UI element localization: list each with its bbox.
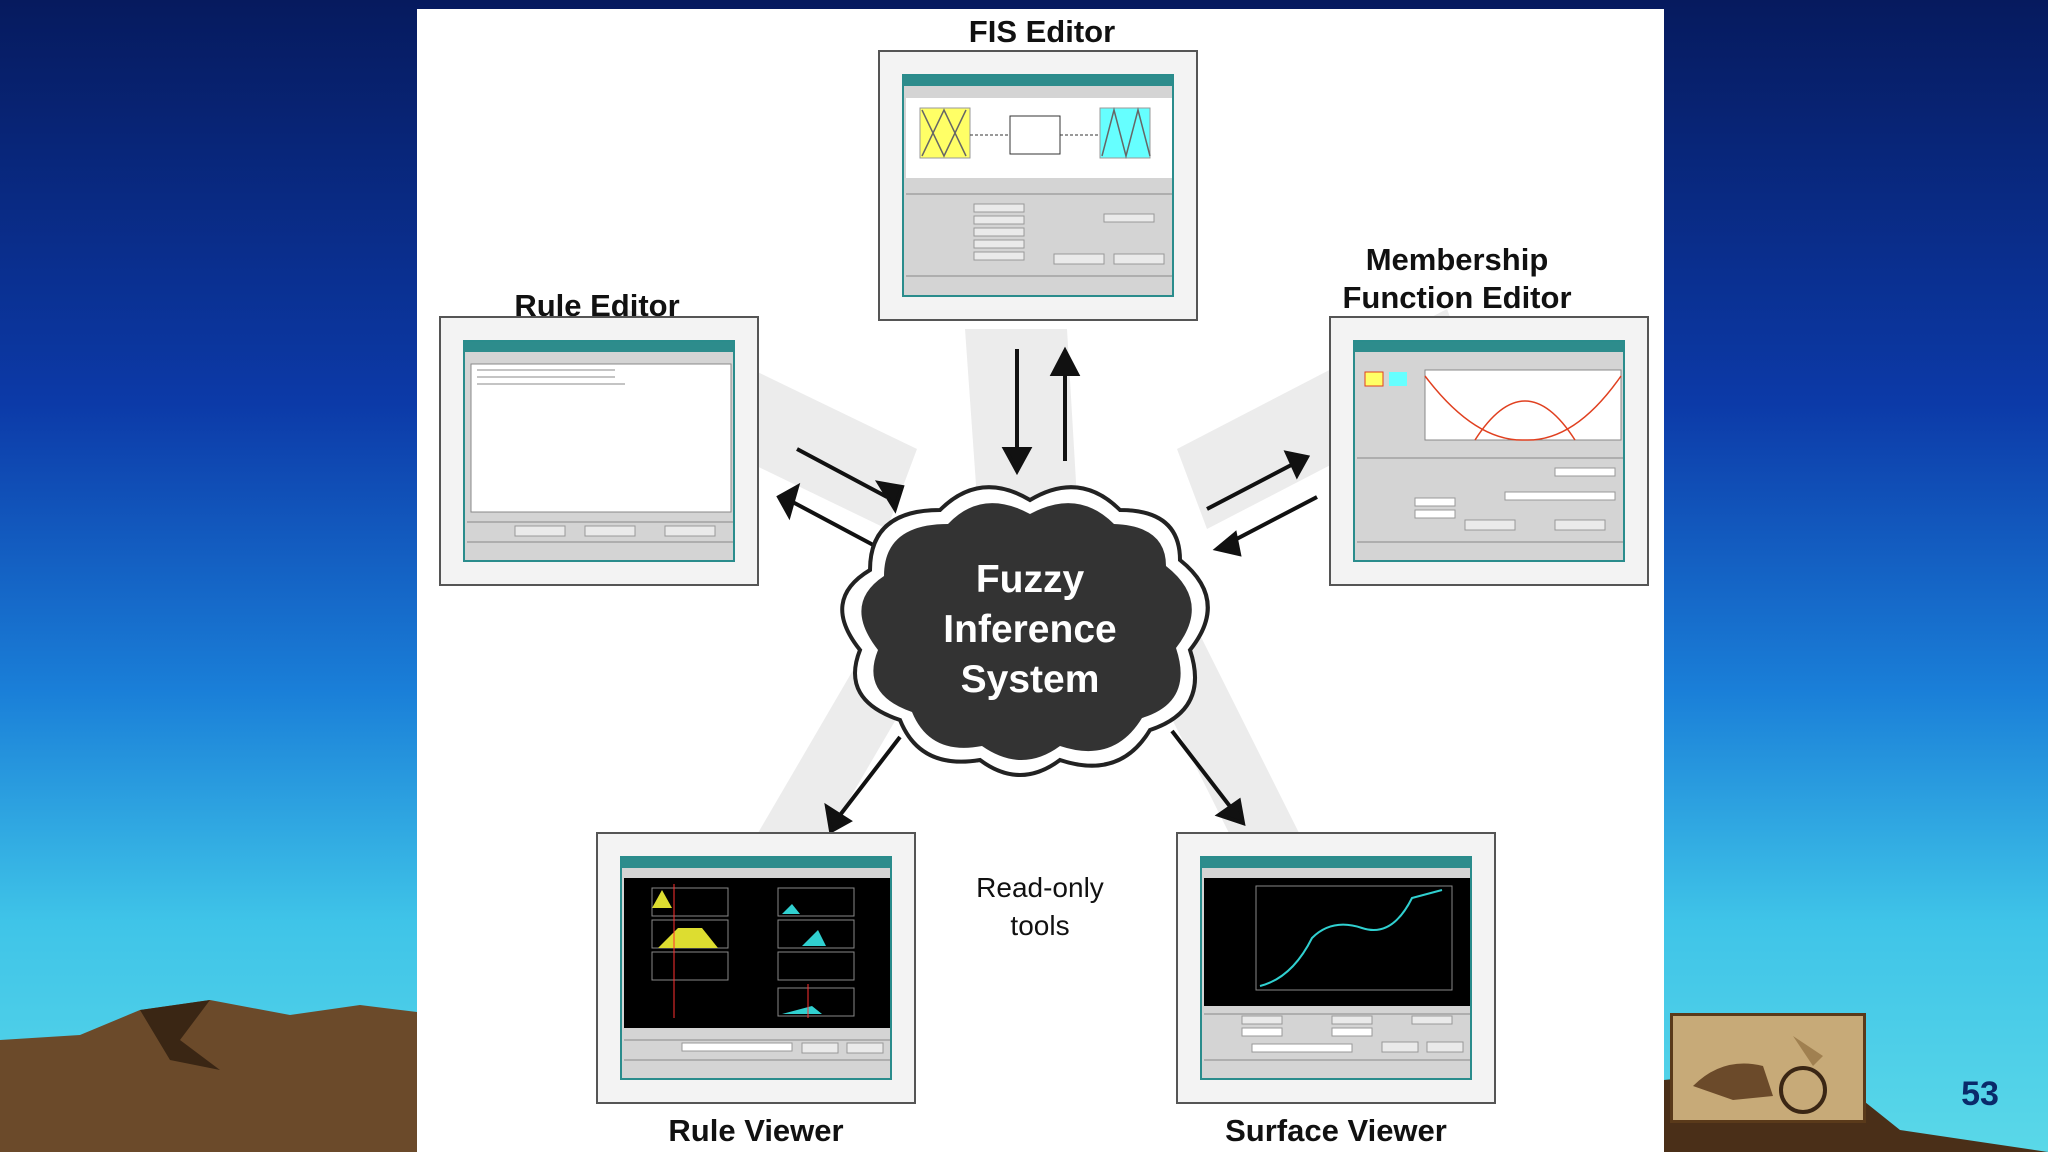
surface-viewer-screen <box>1200 856 1472 1080</box>
rule-editor-menubar <box>465 352 733 362</box>
rule-viewer-screen <box>620 856 892 1080</box>
mf-editor-titlebar <box>1355 342 1623 352</box>
rule-editor-window <box>439 316 759 586</box>
fis-editor-content <box>906 98 1172 277</box>
read-only-line1: Read-only <box>976 872 1104 903</box>
surface-viewer-label: Surface Viewer <box>1225 1113 1447 1148</box>
center-line3: System <box>960 658 1100 701</box>
rule-editor-content <box>467 363 733 543</box>
surface-viewer-content <box>1204 878 1470 1061</box>
rule-editor-titlebar <box>465 342 733 352</box>
mf-editor-window <box>1329 316 1649 586</box>
slide-number: 53 <box>1961 1075 1999 1113</box>
fis-editor-label: FIS Editor <box>968 14 1116 49</box>
fis-editor-menubar <box>904 86 1172 96</box>
mf-editor-label-line2: Function Editor <box>1342 280 1572 315</box>
surface-viewer-titlebar <box>1202 858 1470 868</box>
rule-viewer-titlebar <box>622 858 890 868</box>
fis-editor-window <box>878 50 1198 321</box>
fis-editor-titlebar <box>904 76 1172 86</box>
surface-viewer-menubar <box>1202 868 1470 878</box>
mf-editor-menubar <box>1355 352 1623 362</box>
fuzzy-inference-system-cloud: Fuzzy Inference System <box>820 470 1240 790</box>
surface-viewer-window <box>1176 832 1496 1104</box>
read-only-tools-note: Read-only tools <box>940 869 1140 945</box>
mf-editor-label: Membership Function Editor <box>1317 241 1597 317</box>
fis-editor-screen <box>902 74 1174 297</box>
rule-viewer-content <box>624 878 890 1061</box>
center-line2: Inference <box>943 608 1117 651</box>
mf-editor-label-line1: Membership <box>1365 242 1549 277</box>
center-line1: Fuzzy <box>975 558 1085 601</box>
diagram-panel: FIS Editor <box>417 9 1664 1152</box>
rule-editor-screen <box>463 340 735 562</box>
fuzzy-inference-system-text: Fuzzy Inference System <box>820 470 1240 790</box>
mf-editor-screen <box>1353 340 1625 562</box>
rule-viewer-label: Rule Viewer <box>668 1113 844 1148</box>
read-only-line2: tools <box>1010 910 1070 941</box>
rule-viewer-menubar <box>622 868 890 878</box>
mf-editor-content <box>1357 369 1623 543</box>
rule-viewer-window <box>596 832 916 1104</box>
chariot-thumbnail-image <box>1670 1013 1866 1123</box>
